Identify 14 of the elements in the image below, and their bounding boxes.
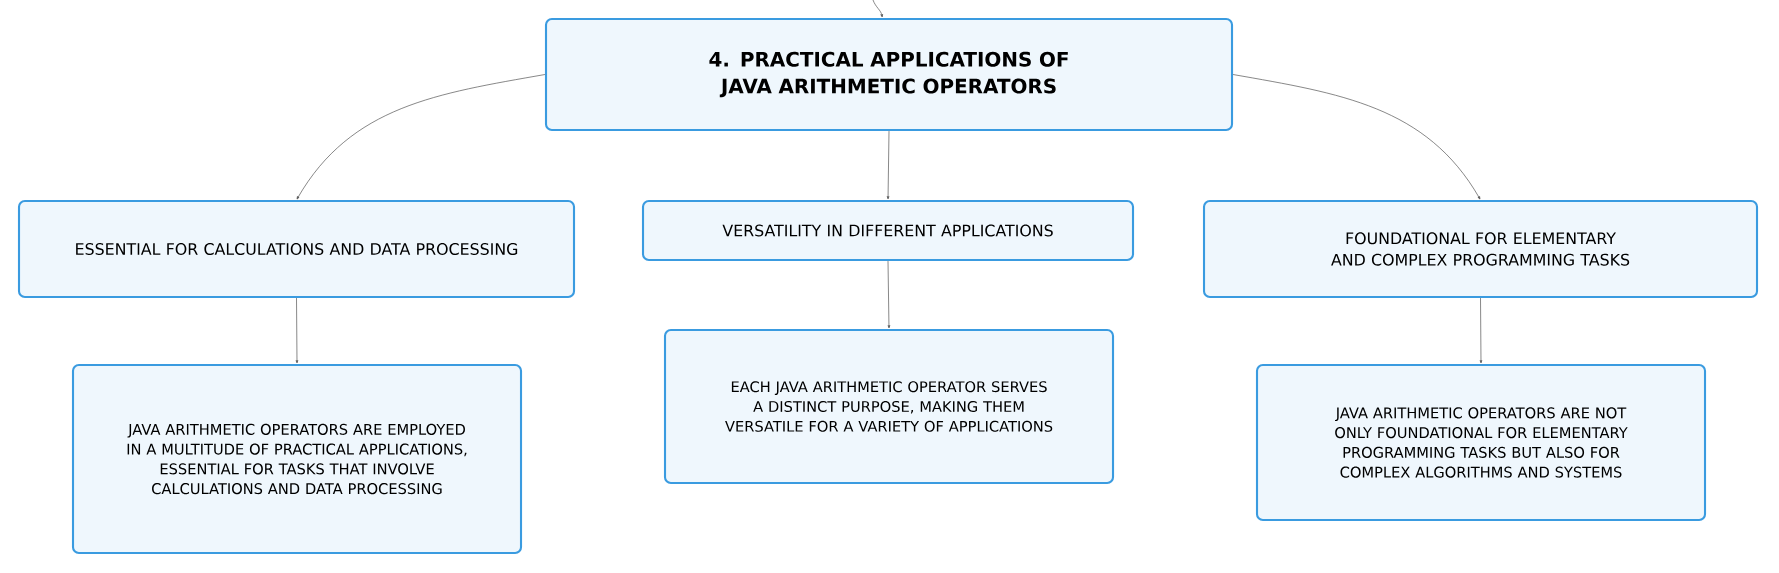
arrow xyxy=(295,297,299,364)
arrow xyxy=(872,0,884,18)
detail-box: JAVA ARITHMETIC OPERATORS ARE NOT ONLY FOUNDATIONAL FOR ELEMENTARY PROGRAMMING TASKS BUT ALSO FOR COMPLEX ALGORITHMS AND SYSTEMS xyxy=(1255,363,1707,522)
topic-box: VERSATILITY IN DIFFERENT APPLICATIONS xyxy=(641,199,1135,262)
topic-box: FOUNDATIONAL FOR ELEMENTARY AND COMPLEX PROGRAMMING TASKS xyxy=(1202,199,1759,299)
arrow xyxy=(296,74,546,200)
detail-box: JAVA ARITHMETIC OPERATORS ARE EMPLOYED IN A MULTITUDE OF PRACTICAL APPLICATIONS, ESSENTIAL FOR TASKS THAT INVOLVE CALCULATIONS AND DATA PROCESSING xyxy=(71,363,523,555)
arrow xyxy=(886,130,890,200)
arrow xyxy=(887,260,891,329)
arrow xyxy=(1479,297,1483,364)
topic-box: ESSENTIAL FOR CALCULATIONS AND DATA PROCESSING xyxy=(17,199,576,299)
title-box: 4. PRACTICAL APPLICATIONS OF JAVA ARITHMETIC OPERATORS xyxy=(544,17,1234,132)
arrow xyxy=(1232,74,1481,200)
detail-box: EACH JAVA ARITHMETIC OPERATOR SERVES A DISTINCT PURPOSE, MAKING THEM VERSATILE FOR A VARIETY OF APPLICATIONS xyxy=(663,328,1115,485)
